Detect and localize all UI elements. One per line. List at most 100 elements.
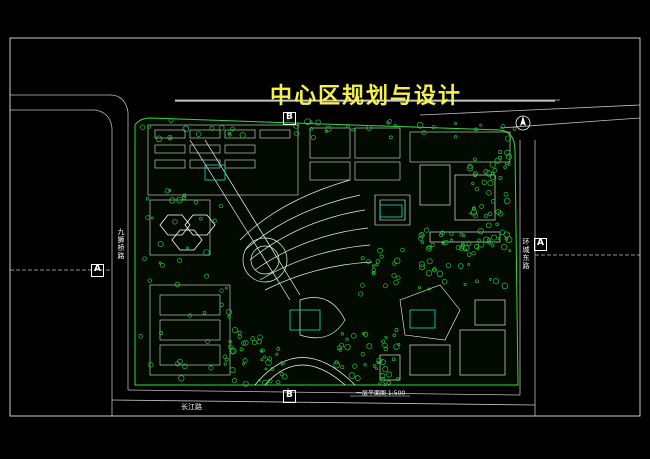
tree-symbol [230,347,237,354]
tree-symbol [346,124,350,129]
tree-symbol [466,252,472,257]
tree-symbol [344,343,351,351]
tree-symbol [483,236,490,244]
tree-symbol [376,361,380,365]
tree-symbol [417,286,422,290]
tree-symbol [263,355,267,359]
tree-symbol [416,122,424,129]
tree-symbol [178,375,185,382]
tree-symbol [441,279,448,285]
tree-symbol [229,348,236,355]
tree-symbol [195,131,202,137]
tree-symbol [371,271,376,276]
tree-symbol [231,327,239,334]
section-marker-a-left-box [91,264,104,277]
section-marker-a-left: A [94,264,101,274]
tree-symbol [222,354,228,360]
road-label-east: 环城东路 [522,238,530,270]
tree-symbol [354,375,361,381]
block-northeast [374,164,501,243]
tree-symbol [256,339,262,345]
block-southeast [379,284,506,381]
tree-symbol [276,347,281,351]
tree-symbol [504,135,512,142]
tree-symbol [338,347,343,352]
tree-symbol [500,124,506,129]
tree-symbol [363,363,367,367]
tree-symbol [436,270,444,278]
tree-symbol [339,342,345,348]
tree-symbol [358,291,364,297]
tree-symbol [182,193,187,198]
tree-symbol [276,379,281,385]
road-label-south: 长江路 [181,403,202,411]
tree-symbol [454,121,458,125]
tree-symbol [352,363,358,369]
tree-symbol [495,208,502,215]
tree-symbol [466,241,472,246]
tree-symbol [454,135,458,139]
tree-symbol [495,222,499,227]
tree-symbol [441,242,445,246]
tree-symbol [469,211,472,215]
tree-symbol [443,239,449,245]
tree-symbol [223,362,227,366]
tree-symbol [158,261,162,265]
tree-symbol [471,250,476,256]
section-marker-b-top: B [286,112,293,122]
tree-symbol [140,124,146,130]
tree-symbol [472,212,478,218]
tree-symbol [239,347,244,352]
tree-symbol [498,149,503,155]
tree-symbol [466,164,474,172]
tree-symbol [378,382,381,386]
tree-symbol [393,257,401,265]
tree-symbol [345,337,349,341]
tree-symbol [239,132,246,139]
tree-symbol [383,346,388,351]
tree-symbol [262,379,269,386]
tree-symbol [384,335,388,339]
tree-symbol [473,157,477,162]
tree-symbol [498,176,503,181]
tree-symbol [431,124,436,130]
tree-symbol [237,334,242,339]
tree-symbol [492,168,498,173]
tree-symbol [294,130,300,137]
tree-symbol [371,264,375,268]
tree-symbol [441,240,445,245]
north-arrow-icon [515,115,531,131]
tree-symbol [389,135,393,140]
tree-symbol [426,258,433,265]
tree-symbol [490,199,496,204]
tree-symbol [503,197,511,205]
tree-symbol [481,179,487,185]
tree-symbol [485,170,493,177]
tree-symbol [420,240,425,244]
tree-symbol [224,286,228,290]
tree-symbol [419,264,426,271]
tree-symbol [483,213,489,219]
tree-symbol [459,232,464,237]
tree-symbol [212,218,217,223]
central-plaza [239,179,373,386]
tree-symbol [474,127,478,132]
tree-symbol [363,331,369,337]
tree-symbol [381,339,386,344]
tree-symbol [505,153,512,160]
tree-symbol [257,378,261,382]
tree-symbol [281,373,288,380]
tree-symbol [199,216,203,221]
tree-symbol [176,196,183,204]
tree-symbol [471,206,476,211]
tree-symbol [501,243,508,251]
diagonal-avenue [189,139,301,301]
tree-symbol [430,242,435,248]
tree-symbol [270,366,275,371]
tree-symbol [372,270,376,274]
tree-symbol [366,259,371,264]
building-accents [204,164,436,331]
tree-symbol [142,256,147,262]
tree-symbol [418,235,424,241]
tree-symbol [491,234,498,241]
